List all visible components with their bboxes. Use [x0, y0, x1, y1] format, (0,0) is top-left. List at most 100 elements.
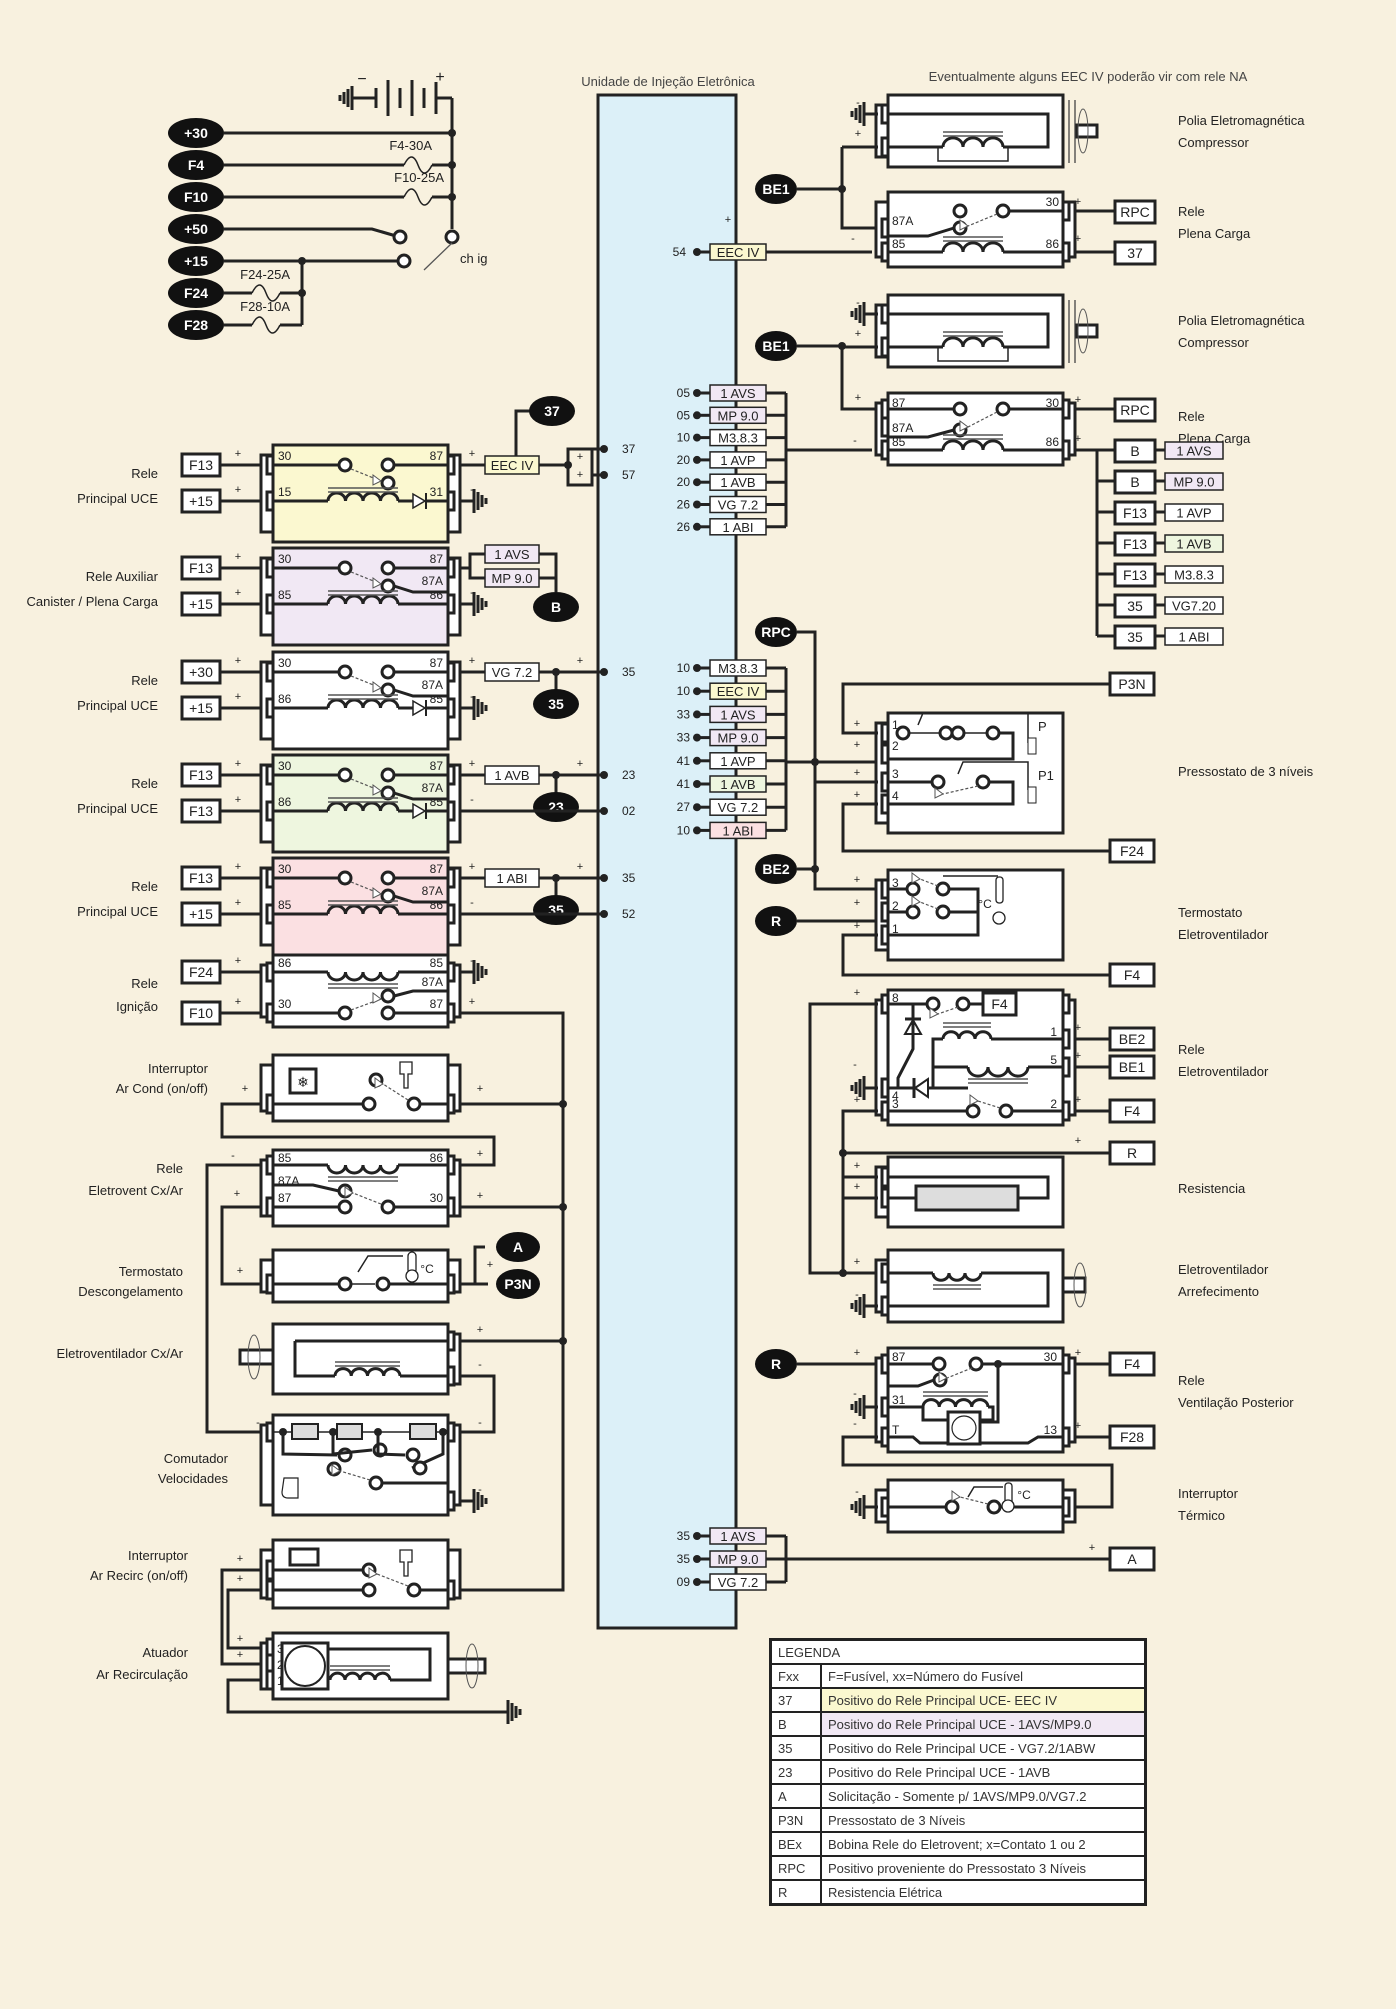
contact-icon	[361, 1096, 377, 1112]
polarity-mark: +	[855, 128, 861, 140]
contact-icon	[986, 1499, 1002, 1515]
wire	[393, 791, 448, 801]
wire	[376, 1432, 406, 1457]
tag-text: VG 7.2	[718, 498, 758, 513]
arrow-head	[344, 1186, 354, 1198]
fuse-label: F4-30A	[389, 138, 432, 153]
polarity-mark: +	[577, 451, 583, 463]
tag-box	[1108, 1546, 1156, 1572]
tag-text: B	[1130, 474, 1139, 490]
connector-bubble-f28	[168, 310, 224, 340]
ecu-pin: 20	[677, 453, 691, 467]
tag-text: MP 9.0	[492, 571, 533, 586]
connector-bubble-text: F28	[184, 317, 208, 333]
polarity-mark: +	[235, 655, 241, 667]
diode-icon	[412, 492, 427, 510]
contact-icon	[337, 664, 353, 680]
pin-number: 31	[430, 485, 444, 499]
tag-text: F13	[189, 457, 213, 473]
pin-number: 86	[430, 1151, 444, 1165]
polarity-mark: +	[854, 987, 860, 999]
coil-icon	[326, 904, 400, 915]
wire	[393, 584, 448, 594]
wire	[460, 1245, 485, 1286]
pulley-shaft	[1075, 123, 1099, 139]
component-label: Ar Recirculação	[96, 1667, 188, 1682]
actuator-link	[919, 901, 939, 910]
wire	[273, 1183, 340, 1193]
polarity-mark: +	[235, 691, 241, 703]
junction-dot	[448, 161, 456, 169]
polarity-mark: +	[237, 1633, 243, 1645]
tag-box	[1164, 534, 1224, 553]
legend-description: Positivo do Rele Principal UCE - 1AVB	[820, 1759, 1147, 1785]
contact-icon	[380, 475, 396, 491]
polarity-mark: +	[477, 1324, 483, 1336]
wire	[888, 1271, 1050, 1308]
wire	[896, 1004, 915, 1088]
tag-text: +15	[189, 596, 213, 612]
contact-icon	[337, 457, 353, 473]
arrow-head	[959, 219, 969, 231]
ecu-pin: 09	[677, 1575, 691, 1589]
legend-code: 37	[769, 1687, 822, 1713]
rotation-icon	[1077, 108, 1089, 154]
wire	[220, 1568, 262, 1666]
contact-icon	[361, 1582, 377, 1598]
polarity-mark: +	[1075, 394, 1081, 406]
wire	[226, 1678, 494, 1714]
fuse-label: F28-10A	[240, 299, 290, 314]
actuator-link	[946, 1367, 973, 1379]
polarity-mark: +	[725, 214, 731, 226]
polarity-mark: +	[1075, 1347, 1081, 1359]
pin-number: 86	[1046, 435, 1060, 449]
pin-number: 30	[430, 1191, 444, 1205]
unit-label: °C	[978, 897, 992, 911]
tag-text: VG 7.2	[492, 665, 532, 680]
contact-icon	[995, 401, 1011, 417]
component-label: Principal UCE	[77, 698, 158, 713]
polarity-mark: +	[1075, 433, 1081, 445]
contact-icon	[337, 1005, 353, 1021]
component-body	[886, 293, 1065, 369]
component-label: Comutador	[164, 1451, 229, 1466]
polarity-mark: -	[470, 691, 474, 703]
polarity-mark: +	[235, 897, 241, 909]
legend-code: RPC	[769, 1855, 822, 1881]
coil-icon	[326, 594, 400, 605]
polarity-mark: -	[856, 97, 860, 109]
contact-icon	[380, 560, 396, 576]
contact-icon	[380, 1199, 396, 1215]
polarity-mark: +	[854, 767, 860, 779]
tag-text: 37	[1127, 245, 1143, 261]
tag-text: F24	[189, 964, 213, 980]
connector-bubble-f24	[168, 278, 224, 308]
wire	[888, 226, 955, 238]
wire	[888, 312, 1050, 349]
legend-description: Resistencia Elétrica	[820, 1879, 1147, 1906]
rotation-icon	[1077, 308, 1089, 354]
ecu-pin: 10	[677, 684, 691, 698]
polarity-mark: +	[235, 484, 241, 496]
pin-number: 87A	[422, 884, 443, 898]
connector-bubble-+50	[168, 214, 224, 244]
legend-code: B	[769, 1711, 822, 1737]
contact-icon	[396, 253, 412, 269]
pin-number: 3	[892, 876, 899, 890]
polarity-mark: +	[854, 920, 860, 932]
actuator-link	[376, 1573, 409, 1587]
tag-text: F4	[1124, 1356, 1141, 1372]
ecu-pin: 33	[677, 731, 691, 745]
wire	[220, 1205, 262, 1286]
pin-number: 87	[430, 449, 444, 463]
connector-bubble-+15	[168, 246, 224, 276]
recirc-car-icon	[288, 1547, 320, 1567]
wire	[205, 1163, 262, 1434]
coil-icon	[326, 1164, 400, 1175]
junction-dot	[600, 471, 608, 479]
tag-text: M3.8.3	[718, 661, 758, 676]
coil-icon	[941, 439, 1005, 451]
arrow-head	[372, 887, 382, 899]
